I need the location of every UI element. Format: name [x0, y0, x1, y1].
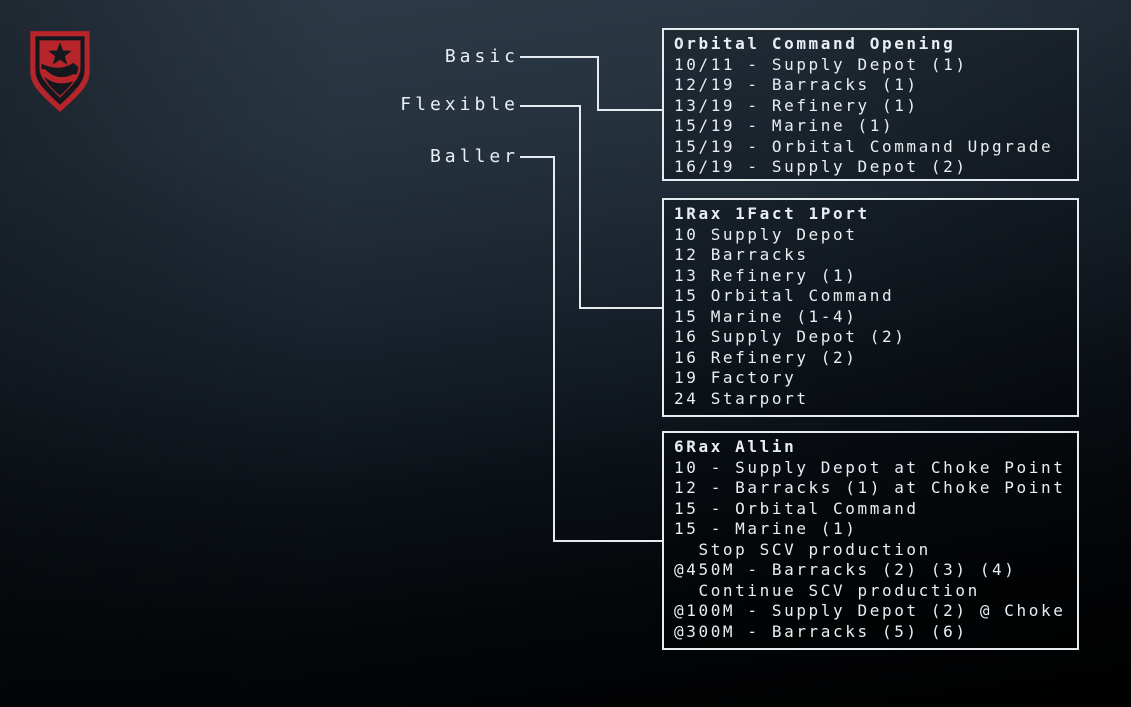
- box-title: 6Rax Allin: [674, 437, 797, 456]
- build-step: @450M - Barracks (2) (3) (4): [674, 560, 1017, 579]
- build-step: 15/19 - Orbital Command Upgrade: [674, 136, 1054, 156]
- build-step: 16/19 - Supply Depot (2): [674, 157, 968, 176]
- shield-star-logo: [26, 26, 94, 114]
- build-step: 12 Barracks: [674, 245, 809, 264]
- build-order-box-basic: Orbital Command Opening 10/11 - Supply D…: [662, 28, 1079, 181]
- build-step: 19 Factory: [674, 368, 797, 387]
- connector-basic-h1: [520, 56, 599, 58]
- connector-basic-h2: [597, 109, 662, 111]
- connector-basic-v: [597, 56, 599, 111]
- build-step: 16 Refinery (2): [674, 347, 858, 367]
- label-baller: Baller: [429, 146, 519, 167]
- connector-flexible-v: [579, 105, 581, 309]
- build-step: 15 Orbital Command: [674, 286, 895, 305]
- build-step: 15 - Orbital Command: [674, 498, 919, 518]
- build-step: @300M - Barracks (5) (6): [674, 621, 968, 641]
- build-step: Stop SCV production: [674, 539, 931, 559]
- build-step: 10 Supply Depot: [674, 224, 858, 244]
- build-step: 12 - Barracks (1) at Choke Point: [674, 478, 1066, 497]
- build-step: 15/19 - Marine (1): [674, 116, 895, 135]
- build-step: 15 - Marine (1): [674, 519, 858, 538]
- connector-flexible-h2: [579, 307, 662, 309]
- box-title: 1Rax 1Fact 1Port: [674, 204, 870, 223]
- build-step: 15 Marine (1-4): [674, 306, 858, 326]
- connector-flexible-h1: [520, 105, 581, 107]
- build-step: 24 Starport: [674, 388, 809, 408]
- label-flexible: Flexible: [400, 94, 519, 115]
- build-step: 13/19 - Refinery (1): [674, 95, 919, 115]
- label-basic: Basic: [444, 46, 519, 67]
- build-step: Continue SCV production: [674, 580, 980, 600]
- build-step: 13 Refinery (1): [674, 265, 858, 285]
- connector-baller-h1: [520, 156, 555, 158]
- build-order-box-flexible: 1Rax 1Fact 1Port 10 Supply Depot 12 Barr…: [662, 198, 1079, 417]
- build-step: 16 Supply Depot (2): [674, 327, 907, 346]
- build-step: 10 - Supply Depot at Choke Point: [674, 457, 1066, 477]
- shield-star-icon: [30, 31, 90, 112]
- build-order-box-baller: 6Rax Allin 10 - Supply Depot at Choke Po…: [662, 431, 1079, 650]
- build-step: 10/11 - Supply Depot (1): [674, 54, 968, 74]
- build-step: @100M - Supply Depot (2) @ Choke: [674, 601, 1066, 620]
- build-step: 12/19 - Barracks (1): [674, 75, 919, 94]
- connector-baller-h2: [553, 540, 662, 542]
- box-title: Orbital Command Opening: [674, 34, 956, 53]
- connector-baller-v: [553, 156, 555, 542]
